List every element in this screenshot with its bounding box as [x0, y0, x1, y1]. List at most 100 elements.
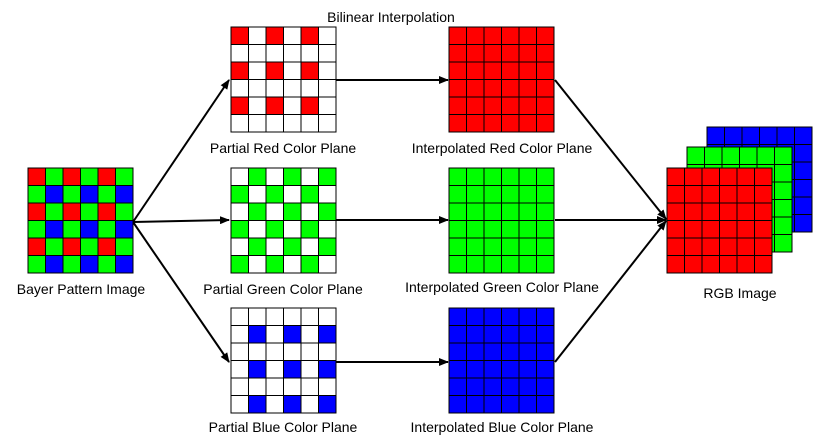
partial-green-grid-cell — [265, 255, 284, 274]
partial-green-grid-cell — [318, 220, 337, 239]
bayer-pattern-grid-cell — [45, 185, 64, 204]
partial-green-label: Partial Green Color Plane — [203, 281, 363, 297]
interpolated-blue-grid-cell — [501, 360, 520, 379]
partial-blue-grid-cell — [230, 342, 249, 361]
bayer-pattern-grid-cell — [62, 202, 81, 221]
partial-red-grid-cell — [248, 61, 267, 80]
bayer-pattern-label: Bayer Pattern Image — [16, 281, 146, 297]
rgb-red-layer-cell — [754, 237, 773, 256]
rgb-red-layer-cell — [754, 220, 773, 239]
bayer-pattern-grid-cell — [115, 255, 134, 274]
bayer-pattern-grid-cell — [62, 255, 81, 274]
interpolated-red-grid-cell — [536, 79, 555, 98]
interpolated-blue-label: Interpolated Blue Color Plane — [410, 419, 594, 435]
partial-green-grid-cell — [230, 237, 249, 256]
rgb-red-layer-cell — [754, 185, 773, 204]
interpolated-green-grid-cell — [536, 237, 555, 256]
rgb-red-layer-cell — [736, 202, 755, 221]
interpolated-blue-grid-cell — [448, 377, 467, 396]
partial-green-grid-cell — [283, 202, 302, 221]
partial-red-grid-cell — [283, 96, 302, 115]
diagram-title: Bilinear Interpolation — [327, 9, 455, 25]
rgb-green-layer-cell — [774, 146, 793, 165]
rgb-red-layer-cell — [736, 220, 755, 239]
rgb-red-layer-cell — [666, 167, 685, 186]
interpolated-blue-grid-cell — [466, 325, 485, 344]
interpolated-red-grid-cell — [518, 96, 537, 115]
interpolated-blue-grid-cell — [536, 325, 555, 344]
partial-red-grid-cell — [318, 114, 337, 133]
interpolated-green-grid-cell — [483, 202, 502, 221]
interpolated-green-grid-cell — [501, 185, 520, 204]
interpolated-red-grid-cell — [448, 61, 467, 80]
partial-green-grid-cell — [230, 185, 249, 204]
interpolated-red-grid-cell — [483, 96, 502, 115]
bayer-pattern-grid-cell — [97, 185, 116, 204]
interpolated-green-grid — [448, 167, 555, 274]
partial-blue-grid-cell — [318, 342, 337, 361]
interpolated-red-grid-cell — [466, 44, 485, 63]
partial-green-grid-cell — [283, 255, 302, 274]
partial-red-grid-cell — [318, 61, 337, 80]
partial-blue-grid-cell — [248, 342, 267, 361]
rgb-red-layer-cell — [701, 237, 720, 256]
bayer-pattern-grid-cell — [80, 237, 99, 256]
interpolated-red-grid-cell — [536, 44, 555, 63]
partial-green-grid-cell — [230, 220, 249, 239]
partial-blue-grid-cell — [318, 325, 337, 344]
interpolated-red-grid-cell — [536, 61, 555, 80]
partial-red-grid-cell — [283, 61, 302, 80]
partial-blue-grid-cell — [230, 307, 249, 326]
interpolated-green-grid-cell — [536, 220, 555, 239]
partial-blue-label: Partial Blue Color Plane — [208, 419, 358, 435]
partial-blue-grid-cell — [283, 307, 302, 326]
arrow-bayer-to-green — [132, 216, 230, 225]
partial-red-grid-cell — [283, 79, 302, 98]
interpolated-blue-grid-cell — [518, 342, 537, 361]
partial-red-grid-cell — [248, 26, 267, 45]
rgb-red-layer-cell — [666, 202, 685, 221]
interpolated-blue-grid-cell — [483, 377, 502, 396]
partial-red-grid-cell — [318, 96, 337, 115]
rgb-blue-layer-cell — [794, 179, 813, 198]
partial-green-grid-cell — [265, 220, 284, 239]
rgb-red-layer-cell — [684, 202, 703, 221]
interpolated-green-grid-cell — [448, 237, 467, 256]
rgb-green-layer-cell — [739, 146, 758, 165]
interpolated-blue-grid-cell — [536, 395, 555, 414]
interpolated-red-grid-cell — [501, 44, 520, 63]
rgb-red-layer-cell — [736, 255, 755, 274]
rgb-green-layer-cell — [774, 234, 793, 253]
partial-blue-grid-cell — [230, 395, 249, 414]
bayer-pattern-grid-cell — [80, 255, 99, 274]
partial-blue-grid-cell — [300, 342, 319, 361]
interpolated-red-grid-cell — [448, 96, 467, 115]
rgb-green-layer-cell — [774, 199, 793, 218]
partial-red-grid-cell — [230, 96, 249, 115]
partial-blue-grid-cell — [318, 360, 337, 379]
rgb-blue-layer-cell — [794, 214, 813, 233]
interpolated-green-grid-cell — [501, 202, 520, 221]
partial-green-grid-cell — [283, 237, 302, 256]
partial-green-grid-cell — [283, 220, 302, 239]
interpolated-green-grid-cell — [466, 220, 485, 239]
partial-green-grid-cell — [248, 255, 267, 274]
partial-green-grid-cell — [300, 237, 319, 256]
bayer-pattern-grid-cell — [80, 185, 99, 204]
bayer-pattern-grid — [27, 167, 134, 274]
rgb-red-layer-cell — [719, 167, 738, 186]
bayer-pattern-grid-cell — [115, 167, 134, 186]
partial-green-grid-cell — [248, 185, 267, 204]
interpolated-green-grid-cell — [448, 202, 467, 221]
interpolated-blue-grid-cell — [501, 325, 520, 344]
interpolated-red-grid-cell — [466, 96, 485, 115]
interpolated-red-grid-cell — [518, 44, 537, 63]
partial-green-grid-cell — [230, 202, 249, 221]
partial-red-grid-cell — [283, 26, 302, 45]
interpolated-blue-grid-cell — [483, 360, 502, 379]
interpolated-blue-grid-cell — [518, 360, 537, 379]
partial-red-grid-cell — [318, 44, 337, 63]
bayer-pattern-grid-cell — [80, 167, 99, 186]
interpolated-red-grid-cell — [501, 114, 520, 133]
interpolated-green-grid-cell — [483, 237, 502, 256]
